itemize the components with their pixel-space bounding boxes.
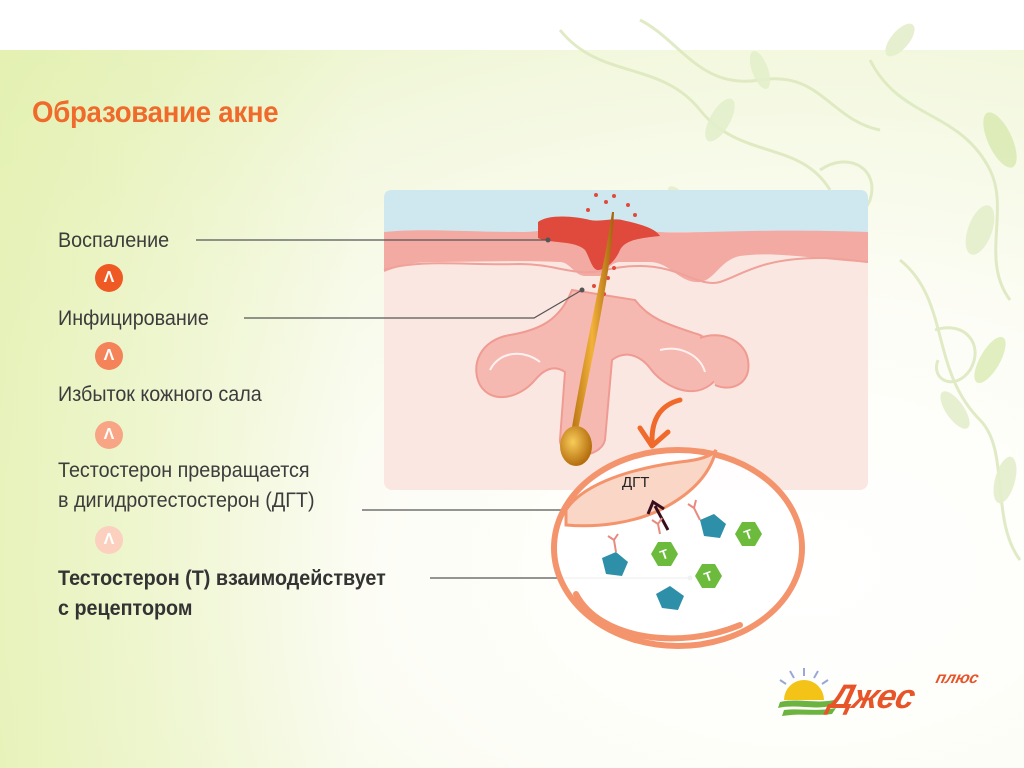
- testosterone-markers: Т Т Т: [651, 522, 762, 588]
- step-label-receptor: Тестостерон (Т) взаимодействует с рецепт…: [58, 564, 386, 624]
- step-label-excess-sebum: Избыток кожного сала: [58, 383, 262, 406]
- step-label-receptor-line2: с рецептором: [58, 597, 193, 620]
- page-title: Образование акне: [32, 96, 279, 129]
- chevron-up-icon: Λ: [95, 421, 123, 449]
- step-label-dht-conversion: Тестостерон превращается в дигидротестос…: [58, 456, 315, 516]
- chevron-up-icon: Λ: [95, 342, 123, 370]
- logo-name: Джес: [825, 678, 919, 716]
- inflammation-area: [538, 216, 660, 270]
- hair-bulb: [560, 426, 592, 466]
- inflammation-dots: [586, 193, 637, 296]
- cell: [551, 447, 805, 649]
- chevron-up-icon: Λ: [95, 526, 123, 554]
- receptor-antennae: [607, 499, 701, 553]
- process-arrow-icon: [637, 397, 683, 449]
- chevron-up-icon: Λ: [95, 264, 123, 292]
- brand-logo: Джес плюс: [778, 668, 998, 738]
- step-label-dht-line2: в дигидротестостерон (ДГТ): [58, 489, 315, 512]
- step-label-inflammation: Воспаление: [58, 229, 170, 252]
- hair-follicle: [570, 212, 614, 440]
- dht-label: ДГТ: [622, 474, 650, 491]
- sun-logo-icon: [778, 668, 836, 716]
- background-left-glow: [0, 50, 360, 768]
- logo-suffix: плюс: [934, 670, 981, 687]
- step-label-dht-line1: Тестостерон превращается: [58, 459, 310, 482]
- receptor-icon: [602, 514, 726, 610]
- skin-cross-section: [383, 190, 869, 490]
- step-label-infection: Инфицирование: [58, 307, 209, 330]
- step-label-receptor-line1: Тестостерон (Т) взаимодействует: [58, 567, 386, 590]
